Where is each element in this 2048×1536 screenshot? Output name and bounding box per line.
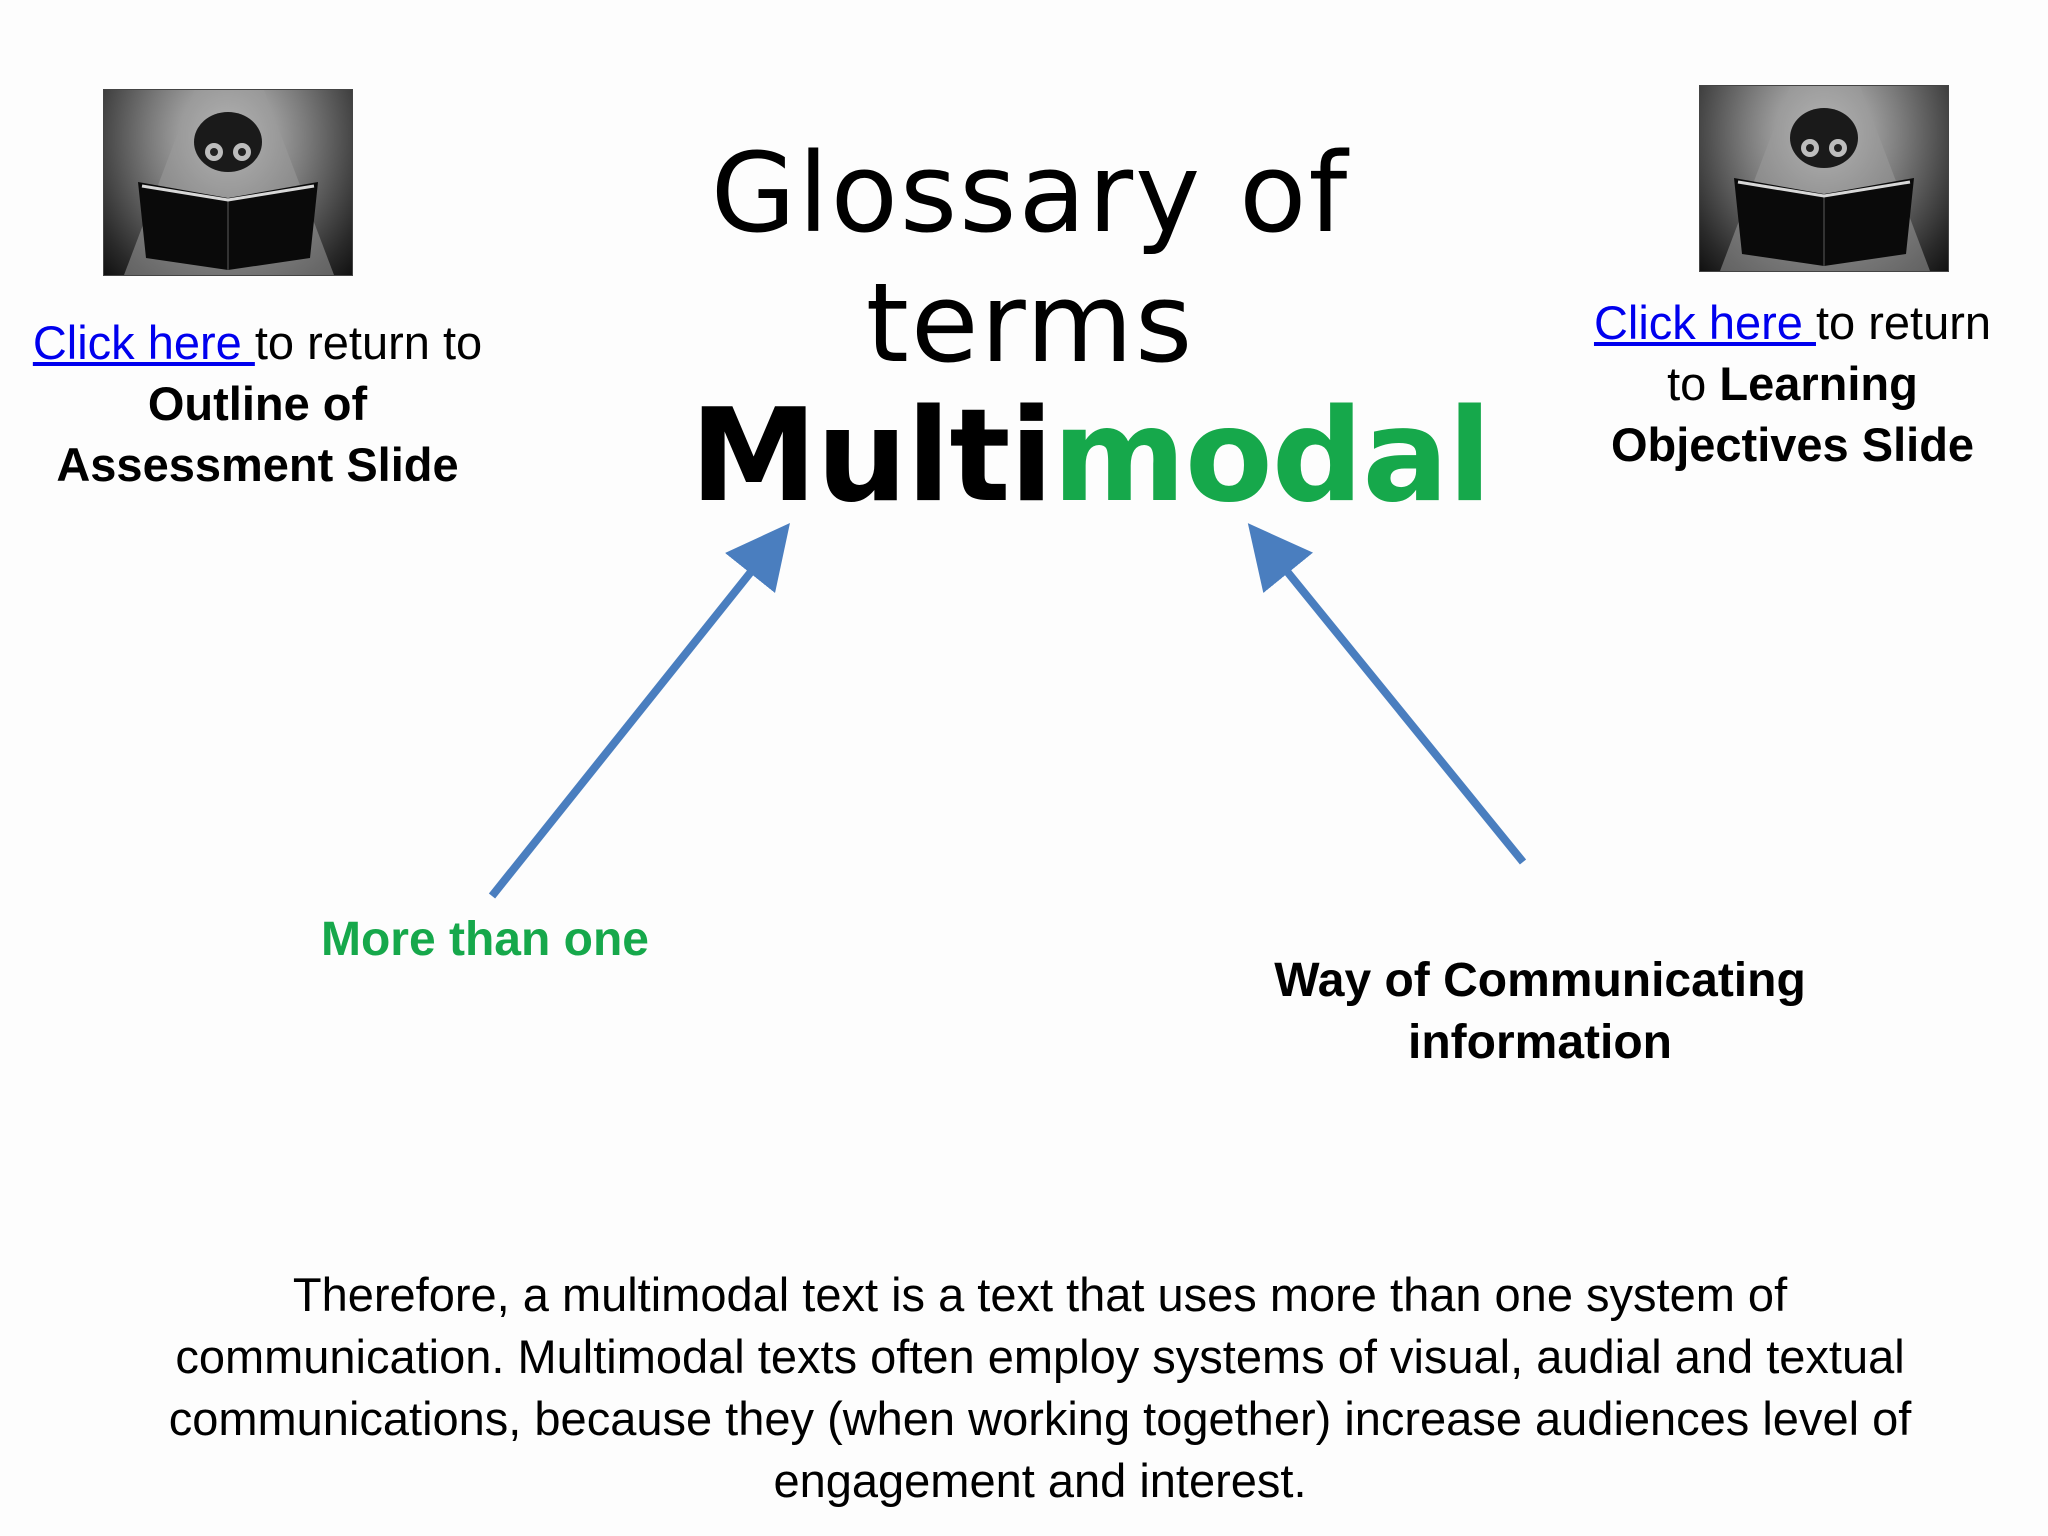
arrow-left <box>488 522 790 899</box>
communicating-label: Way of Communicating information <box>1274 954 1806 1069</box>
page-title: Glossary of terms <box>710 129 1350 387</box>
click-here-outline-link[interactable]: Click here <box>32 316 255 369</box>
multimodal-word: Multimodal <box>690 382 1492 532</box>
return-text: to return to <box>254 316 483 369</box>
objectives-slide-label: Learning Objectives Slide <box>1610 357 1975 471</box>
word-prefix: Multi <box>690 382 1053 531</box>
return-outline-text: Click here to return to Outline of Asses… <box>30 312 485 495</box>
return-objectives-text: Click here to return to Learning Objecti… <box>1570 292 2015 475</box>
click-here-objectives-link[interactable]: Click here <box>1593 296 1816 349</box>
reading-figure-icon[interactable] <box>1700 86 1948 271</box>
more-than-one-label: More than one <box>320 913 649 966</box>
return-text: to return to <box>1667 296 1992 410</box>
reading-figure-icon[interactable] <box>104 90 352 275</box>
definition-text: Therefore, a multimodal text is a text t… <box>168 1268 1912 1507</box>
word-suffix: modal <box>1052 382 1491 531</box>
outline-slide-label: Outline of Assessment Slide <box>56 377 459 491</box>
arrow-right <box>1247 523 1527 865</box>
